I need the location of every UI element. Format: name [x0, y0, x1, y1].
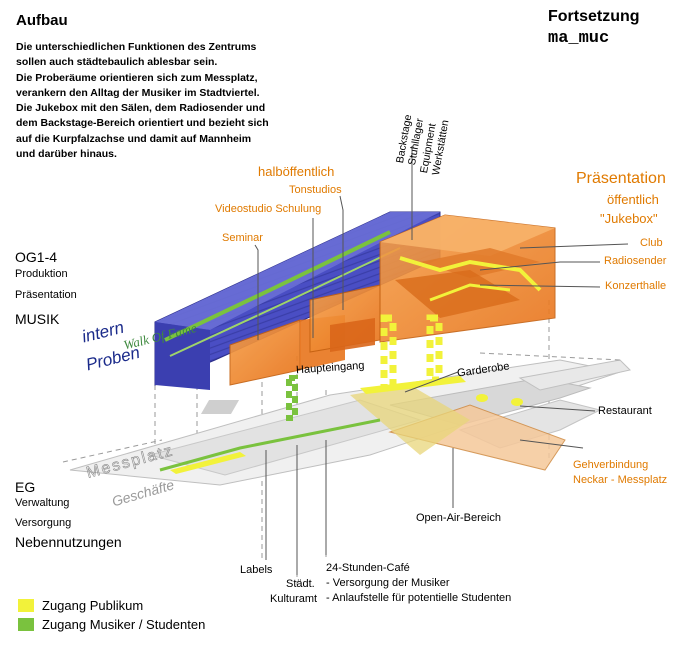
- label-restaurant: Restaurant: [598, 405, 652, 417]
- level-eg-big: Nebennutzungen: [15, 534, 122, 550]
- legend-label: Zugang Publikum: [42, 598, 144, 613]
- intro-line: auf die Kurpfalzachse und damit auf Mann…: [16, 132, 252, 145]
- level-og-name: OG1-4: [15, 249, 58, 265]
- intro-line: dem Backstage-Bereich orientiert und bez…: [16, 117, 269, 130]
- label-praesentation: Präsentation: [576, 170, 666, 187]
- section-title: Aufbau: [16, 12, 68, 29]
- intro-line: Die Jukebox mit den Sälen, dem Radiosend…: [16, 102, 266, 115]
- access-columns: [286, 314, 443, 421]
- intro-line: und darüber hinaus.: [16, 148, 117, 161]
- intro-line: verankern den Alltag der Musiker im Stad…: [16, 86, 260, 99]
- brand-title: Fortsetzung: [548, 8, 640, 25]
- legend-swatch-yellow: [18, 599, 34, 612]
- level-eg-sub2: Versorgung: [15, 517, 72, 529]
- label-labels: Labels: [240, 564, 273, 576]
- label-kulturamt-2: Kulturamt: [270, 593, 318, 605]
- label-kulturamt-1: Städt.: [286, 578, 315, 590]
- ground-floor: [69, 359, 631, 486]
- brand-subtitle: ma_muc: [548, 29, 610, 48]
- intro-line: Die Proberäume orientieren sich zum Mess…: [16, 71, 258, 84]
- label-seminar: Seminar: [222, 232, 263, 244]
- level-og-big: MUSIK: [15, 311, 60, 327]
- label-tonstudios: Tonstudios: [289, 184, 342, 196]
- label-konzerthalle: Konzerthalle: [605, 280, 667, 292]
- label-gehverbindung-1: Gehverbindung: [573, 459, 649, 471]
- intro-line: sollen auch städtebaulich ablesbar sein.: [16, 56, 218, 69]
- backstage-stack: Backstage Stuhllager Equipment Werkstätt…: [392, 84, 452, 194]
- intro-paragraph: Die unterschiedlichen Funktionen des Zen…: [16, 40, 276, 162]
- level-eg-sub1: Verwaltung: [15, 497, 70, 509]
- legend-item: Zugang Musiker / Studenten: [18, 615, 205, 634]
- label-cafe-item-1: - Versorgung der Musiker: [326, 577, 450, 589]
- proben-block: [154, 211, 441, 390]
- label-halboeffentlich: halböffentlich: [258, 164, 335, 179]
- label-jukebox: "Jukebox": [600, 211, 658, 226]
- leader-lines: [254, 146, 629, 575]
- legend: Zugang Publikum Zugang Musiker / Student…: [18, 596, 205, 634]
- level-og-sub2: Präsentation: [15, 289, 77, 301]
- label-radiosender: Radiosender: [604, 255, 667, 267]
- jukebox-block: [379, 214, 556, 343]
- intro-line: Die unterschiedlichen Funktionen des Zen…: [16, 41, 257, 53]
- level-og-sub1: Produktion: [15, 268, 68, 280]
- label-videostudio: Videostudio Schulung: [215, 203, 322, 215]
- legend-label: Zugang Musiker / Studenten: [42, 617, 206, 632]
- label-open-air: Open-Air-Bereich: [416, 512, 501, 524]
- label-cafe-title: 24-Stunden-Café: [326, 562, 410, 574]
- label-oeffentlich: öffentlich: [607, 192, 659, 207]
- legend-swatch-green: [18, 618, 34, 631]
- label-cafe-item-2: - Anlaufstelle für potentielle Studenten: [326, 592, 512, 604]
- label-club: Club: [640, 237, 663, 249]
- legend-item: Zugang Publikum: [18, 596, 205, 615]
- level-eg-name: EG: [15, 479, 36, 495]
- halboeffentlich-blocks: [229, 284, 381, 386]
- label-gehverbindung-2: Neckar - Messplatz: [573, 474, 668, 486]
